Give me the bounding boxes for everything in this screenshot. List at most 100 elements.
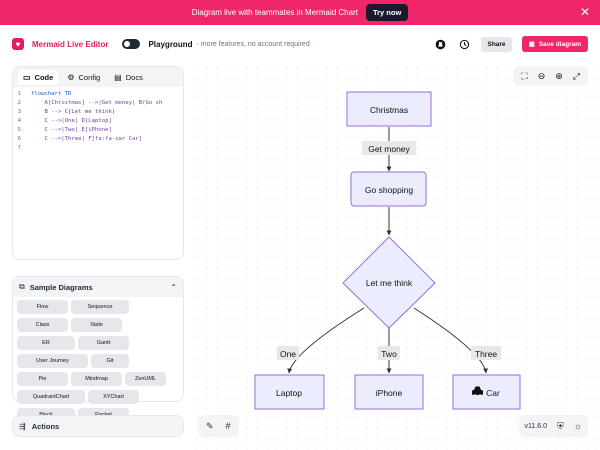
line-number: 4 [17,118,21,124]
promo-banner: Diagram live with teammates in Mermaid C… [0,0,600,25]
pencil-icon[interactable]: ✎ [206,420,214,431]
node-laptop-label: Laptop [276,388,302,398]
code-panel: ▭ Code ⚙ Config ▤ Docs 1 flowchart TD 2 A… [12,66,184,260]
code-line: 2 A[Christmas] -->|Get money| B(Go sh [13,99,183,108]
actions-panel[interactable]: ⇶ Actions [12,415,184,437]
sample-quadrantchart[interactable]: QuadrantChart [17,390,85,404]
sample-diagrams-grid: Flow Sequence Class State ER Gantt User … [13,297,183,425]
actions-label: Actions [31,421,60,431]
code-line: 6 C -->|Three| F[fa:fa-car Car] [13,135,183,144]
tab-config-label: Config [78,72,101,82]
shield-icon[interactable]: ⛨ [556,420,564,431]
diagram-canvas[interactable]: Get money One Two Three Christmas Go sho… [192,63,600,450]
book-icon: ▤ [114,72,122,82]
zoom-out-icon[interactable]: ⊖ [537,70,546,81]
sample-state[interactable]: State [71,318,122,332]
github-icon[interactable] [433,37,447,51]
code-text: B --> C{Let me think} [31,109,116,115]
mermaid-logo-icon: ♥ [12,38,24,50]
sample-diagrams-title: Sample Diagrams [29,282,93,292]
save-diagram-button[interactable]: ▣ Save diagram [521,36,588,52]
node-let-me-think[interactable] [342,236,436,329]
sample-sequence[interactable]: Sequence [71,300,129,314]
code-line: 4 C -->|One| D[Laptop] [13,117,183,126]
tab-docs-label: Docs [125,72,143,82]
actions-icon: ⇶ [19,421,26,431]
try-now-button[interactable]: Try now [365,4,409,21]
tab-docs[interactable]: ▤ Docs [109,70,148,85]
theme-icon[interactable]: ☼ [573,421,582,431]
flowchart-diagram: Get money One Two Three Christmas Go sho… [254,91,521,410]
line-number: 3 [17,109,21,115]
code-line: 3 B --> C{Let me think} [13,108,183,117]
playground-toggle[interactable] [122,39,141,49]
node-christmas-label: Christmas [370,105,408,115]
line-number: 1 [17,91,21,97]
tab-code[interactable]: ▭ Code [18,69,59,85]
node-car[interactable] [452,374,521,410]
line-number: 2 [17,100,21,106]
sample-pie[interactable]: Pie [17,372,68,386]
line-number: 5 [17,127,21,133]
tab-code-label: Code [34,72,54,82]
version-label: v11.6.0 [524,422,547,430]
edge-label-bg [471,346,501,360]
edge-label-bg [362,141,416,155]
code-line: 7 [13,144,183,153]
edge-label-two: Two [381,349,397,359]
sample-mindmap[interactable]: Mindmap [71,372,122,386]
sample-flow[interactable]: Flow [17,300,68,314]
gear-icon: ⚙ [67,72,75,82]
collapse-icon[interactable]: ⌃ [170,282,177,292]
node-iphone-label: iPhone [376,388,403,398]
sample-class[interactable]: Class [17,318,68,332]
fullscreen-icon[interactable]: ⤢ [572,70,580,81]
app-title: Mermaid Live Editor [32,39,109,49]
node-go-shopping[interactable] [350,171,427,207]
edge-c-d [287,307,365,374]
zoom-toolbar: ⛶ ⊖ ⊕ ⤢ [513,66,588,86]
code-editor[interactable]: 1 flowchart TD 2 A[Christmas] -->|Get mon… [13,87,183,153]
code-text: A[Christmas] -->|Get money| B(Go sh [31,100,163,106]
playground-subtitle: - more features, no account required [196,40,310,48]
share-button[interactable]: Share [481,36,512,52]
node-laptop[interactable] [254,374,325,410]
code-line: 5 C -->|Two| E[iPhone] [13,126,183,135]
code-text: flowchart TD [31,91,72,97]
sample-er[interactable]: ER [17,336,75,350]
edge-c-f [413,307,489,374]
edge-label-bg [378,346,400,360]
app-header: ♥ Mermaid Live Editor Playground - more … [0,25,600,63]
code-text: C -->|One| D[Laptop] [31,118,112,124]
sample-gantt[interactable]: Gantt [78,336,129,350]
save-label: Save diagram [538,40,581,48]
code-icon: ▭ [23,72,31,82]
fit-view-icon[interactable]: ⛶ [521,70,528,81]
grid-icon[interactable]: # [225,421,231,431]
code-text: C -->|Two| E[iPhone] [31,127,112,133]
node-iphone[interactable] [354,374,424,410]
close-icon[interactable]: ✕ [579,5,590,19]
line-number: 7 [17,145,21,151]
code-text: C -->|Three| F[fa:fa-car Car] [31,136,143,142]
sample-diagrams-header[interactable]: ⧉ Sample Diagrams ⌃ [13,277,183,297]
node-christmas[interactable] [346,91,432,127]
shapes-icon: ⧉ [19,282,25,291]
sample-zenuml[interactable]: ZenUML [125,372,166,386]
edge-label-get-money: Get money [368,144,410,154]
canvas-tools: ✎ # [198,415,239,437]
code-line: 1 flowchart TD [13,90,183,99]
edge-label-three: Three [475,349,497,359]
car-icon [472,386,483,397]
save-icon: ▣ [528,41,535,48]
sample-git[interactable]: Git [91,354,129,368]
zoom-in-icon[interactable]: ⊕ [555,70,563,81]
playground-label: Playground [148,39,193,49]
tab-config[interactable]: ⚙ Config [62,70,105,85]
status-bar: v11.6.0 ⛨ ☼ [518,415,588,437]
history-icon[interactable] [457,37,471,51]
edge-label-bg [277,346,299,360]
editor-tabs: ▭ Code ⚙ Config ▤ Docs [13,67,183,87]
sample-user-journey[interactable]: User Journey [17,354,88,368]
sample-xychart[interactable]: XYChart [88,390,139,404]
